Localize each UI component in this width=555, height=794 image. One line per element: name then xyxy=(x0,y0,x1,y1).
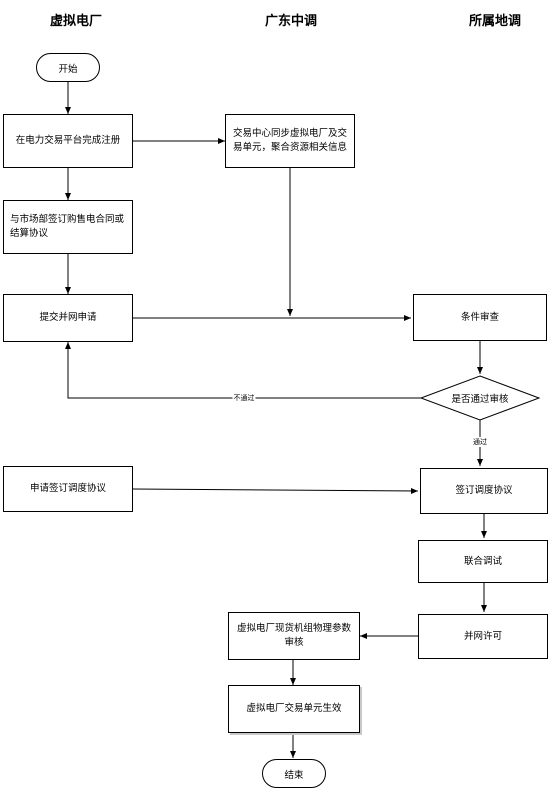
sign-dispatch-box: 签订调度协议 xyxy=(420,468,548,514)
param-review-box: 虚拟电厂现货机组物理参数审核 xyxy=(228,612,360,660)
sync-box: 交易中心同步虚拟电厂及交易单元，聚合资源相关信息 xyxy=(225,114,355,168)
edge-apply-sign xyxy=(132,487,419,494)
contract-box: 与市场部签订购售电合同或结算协议 xyxy=(3,200,133,254)
edge-label-pass: 通过 xyxy=(472,437,488,447)
lane-title-vpp: 虚拟电厂 xyxy=(49,14,103,29)
lane-title-guangdong: 广东中调 xyxy=(264,14,318,29)
register-box: 在电力交易平台完成注册 xyxy=(3,114,133,168)
edge-decision-fail xyxy=(65,342,421,399)
decision-diamond xyxy=(419,375,541,421)
effective-box: 虚拟电厂交易单元生效 xyxy=(228,685,360,733)
start-node: 开始 xyxy=(36,53,100,82)
submit-box: 提交并网申请 xyxy=(3,294,133,342)
apply-dispatch-box: 申请签订调度协议 xyxy=(3,466,133,512)
edge-label-fail: 不通过 xyxy=(232,393,256,403)
review-box: 条件审查 xyxy=(413,294,547,341)
end-node: 结束 xyxy=(262,759,326,788)
lane-title-local: 所属地调 xyxy=(468,14,522,29)
decision-label: 是否通过审核 xyxy=(451,394,509,405)
grid-permit-box: 并网许可 xyxy=(418,614,548,659)
joint-debug-box: 联合调试 xyxy=(418,540,548,583)
